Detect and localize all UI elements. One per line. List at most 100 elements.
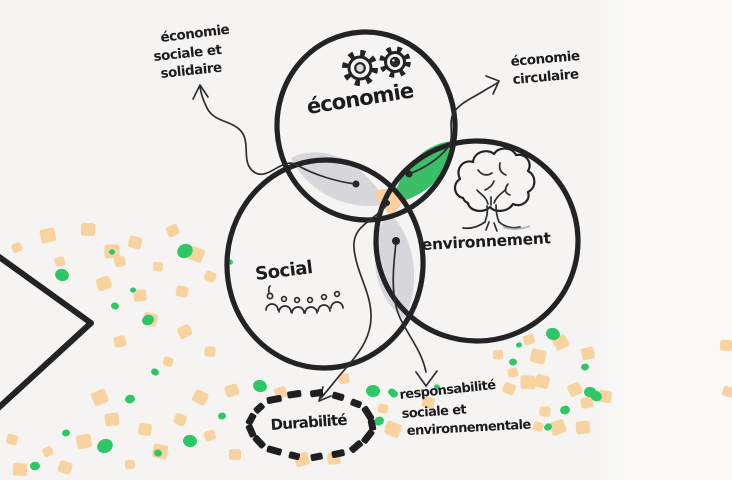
dot-center <box>384 200 390 206</box>
burst-dash <box>367 419 377 431</box>
confetti-dot <box>590 390 602 402</box>
confetti-dot <box>130 287 136 293</box>
confetti-dot <box>30 461 40 471</box>
confetti-square <box>90 388 109 406</box>
confetti-square <box>598 389 613 404</box>
confetti-square <box>539 406 551 417</box>
confetti-square <box>127 235 143 250</box>
confetti-dot <box>55 268 69 282</box>
ess-line-2: sociale et <box>153 42 223 65</box>
arrowhead-ess <box>192 84 209 100</box>
confetti-square <box>95 275 112 292</box>
confetti-square <box>113 335 127 348</box>
burst-dash <box>361 429 375 444</box>
circle-social <box>224 157 426 371</box>
confetti-square <box>175 285 189 298</box>
confetti-dot <box>581 363 589 371</box>
confetti-dot <box>62 429 70 437</box>
confetti-dot <box>177 243 193 259</box>
confetti-square <box>104 412 120 427</box>
confetti-dot <box>366 384 380 398</box>
confetti-square <box>54 256 66 267</box>
confetti-dot <box>218 412 226 420</box>
photo-light-band <box>588 0 732 480</box>
dot-social-environnement <box>392 237 400 245</box>
annotation-economie-circulaire: économie circulaire <box>510 48 581 88</box>
burst-dash <box>287 389 302 399</box>
confetti-dot <box>125 394 135 404</box>
burst-dash <box>245 412 257 426</box>
confetti-square <box>165 223 180 238</box>
confetti-square <box>384 420 398 433</box>
confetti-square <box>75 433 93 450</box>
confetti-square <box>6 433 19 446</box>
label-durabilite: Durabilité <box>270 411 348 434</box>
tree-icon <box>453 147 536 232</box>
confetti-square <box>173 412 188 427</box>
confetti-square <box>575 420 591 435</box>
burst-dash <box>350 398 362 409</box>
burst-dash <box>361 405 375 421</box>
confetti-square <box>152 261 164 272</box>
burst-dash <box>253 402 265 414</box>
connectors <box>192 75 500 402</box>
confetti-dot <box>546 327 560 341</box>
confetti-dot <box>253 379 267 393</box>
annotation-economie-sociale-solidaire: économie sociale et solidaire <box>153 22 231 82</box>
confetti-square <box>124 459 136 470</box>
confetti-square <box>204 346 216 357</box>
confetti-dot <box>97 438 113 454</box>
confetti-square <box>522 333 535 346</box>
lens-economie-social <box>291 152 388 207</box>
confetti-square <box>177 324 193 339</box>
confetti-square <box>549 419 567 436</box>
confetti-square <box>162 356 174 367</box>
wire-to-rse <box>392 242 427 373</box>
confetti-square <box>719 339 732 352</box>
burst-dash <box>266 394 282 404</box>
burst-dash <box>288 451 301 461</box>
confetti-dot <box>434 384 440 390</box>
burst-dash <box>331 449 345 459</box>
burst-dash <box>266 445 282 456</box>
confetti-dot <box>142 314 154 326</box>
confetti-square <box>580 346 596 361</box>
confetti-square <box>203 429 217 442</box>
confetti-square <box>224 383 240 398</box>
confetti-square <box>377 403 389 414</box>
confetti-square <box>534 373 551 389</box>
rse-line-3: environnementale <box>406 417 531 439</box>
confetti-square <box>507 367 519 378</box>
circulaire-line-2: circulaire <box>512 66 580 88</box>
rse-line-2: sociale et <box>401 403 467 422</box>
confetti-square <box>492 349 504 360</box>
confetti-dot <box>183 434 197 448</box>
confetti-square <box>580 396 594 409</box>
confetti-dot <box>509 358 517 366</box>
confetti-square <box>421 396 435 409</box>
left-arrow-shape <box>0 253 94 411</box>
wire-to-circulaire <box>408 82 498 175</box>
confetti-dot <box>109 249 115 255</box>
burst-dash <box>252 435 266 449</box>
wire-to-durabilite <box>320 204 388 399</box>
confetti-square <box>502 381 517 396</box>
confetti-square <box>12 462 28 477</box>
confetti-square <box>532 421 544 432</box>
confetti-square <box>114 256 126 268</box>
burst-dash <box>245 424 257 438</box>
confetti-dot <box>516 342 522 348</box>
confetti-dot <box>151 368 159 376</box>
circle-environnement <box>373 138 581 344</box>
circulaire-line-1: économie <box>510 48 581 70</box>
confetti-square <box>39 227 57 244</box>
burst-dash <box>349 440 363 453</box>
confetti-square <box>229 449 241 461</box>
confetti-dot <box>544 423 552 431</box>
durability-burst <box>245 389 377 462</box>
confetti-square <box>722 385 732 398</box>
confetti-square <box>42 446 54 458</box>
arrowhead-circulaire <box>485 75 500 95</box>
confetti-square <box>203 270 217 283</box>
